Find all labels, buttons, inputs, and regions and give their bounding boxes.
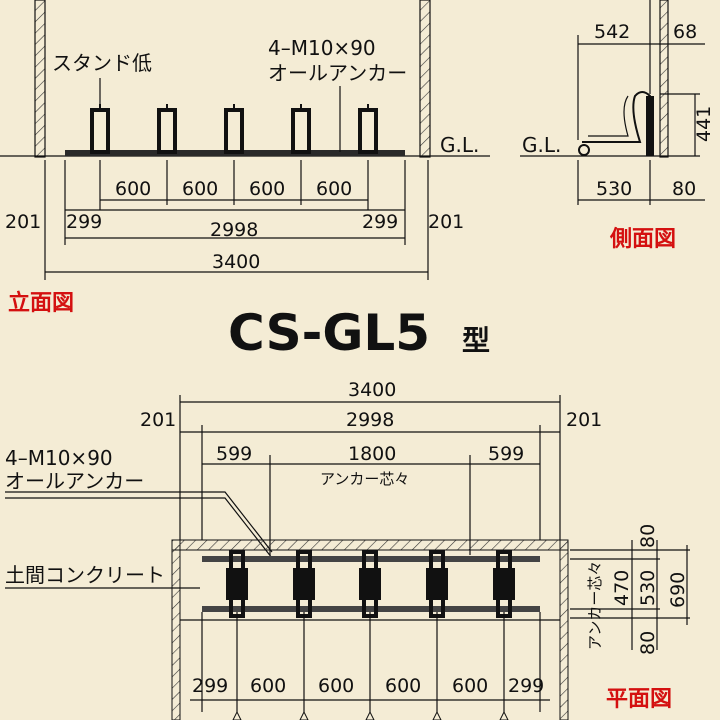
plan-margin-right: 201 bbox=[566, 409, 602, 431]
plan-dim-470: 470 bbox=[611, 570, 633, 606]
side-base-offset: 80 bbox=[672, 178, 696, 200]
plan-view-label: 平面図 bbox=[606, 687, 672, 712]
side-stand-inner bbox=[588, 95, 629, 137]
model-title: CS-GL5 bbox=[228, 304, 430, 362]
plan-front-rail bbox=[202, 556, 540, 562]
elevation-stands bbox=[90, 104, 378, 154]
plan-end-left: 299 bbox=[192, 675, 228, 697]
plan-anchor-leader bbox=[5, 491, 273, 553]
plan-anchor-span: 1800 bbox=[348, 443, 396, 465]
plan-anchor-center-label: アンカー芯々 bbox=[320, 470, 409, 488]
plan-rear-rail bbox=[202, 606, 540, 612]
elevation-spacing-3: 600 bbox=[249, 178, 285, 200]
plan-spacing-2: 600 bbox=[318, 675, 354, 697]
plan-margin-left: 201 bbox=[140, 409, 176, 431]
elevation-right-wall bbox=[419, 0, 431, 158]
plan-anchor-end-right: 599 bbox=[488, 443, 524, 465]
title-block: CS-GL5 型 bbox=[228, 304, 490, 362]
side-stand-foot bbox=[578, 144, 590, 156]
side-top-width: 542 bbox=[594, 21, 630, 43]
plan-spacing-3: 600 bbox=[385, 675, 421, 697]
elevation-view: スタンド低 4–M10×90 オールアンカー G.L. 600 600 600 … bbox=[0, 0, 490, 316]
plan-right-wall bbox=[559, 539, 569, 720]
elevation-spacing-4: 600 bbox=[316, 178, 352, 200]
elevation-left-wall bbox=[34, 0, 46, 158]
side-gl-label: G.L. bbox=[522, 133, 561, 157]
plan-floor-label: 土間コンクリート bbox=[5, 563, 165, 587]
plan-dim-80-top: 80 bbox=[637, 524, 659, 548]
elevation-stand bbox=[358, 104, 378, 154]
elevation-spacing-1: 600 bbox=[115, 178, 151, 200]
anchor-type-label: オールアンカー bbox=[268, 61, 407, 85]
elevation-stand bbox=[224, 104, 244, 154]
side-stand-frame bbox=[582, 91, 651, 150]
side-view-label: 側面図 bbox=[609, 227, 676, 252]
plan-anchor-end-left: 599 bbox=[216, 443, 252, 465]
elevation-overall: 3400 bbox=[212, 251, 260, 273]
plan-right-dims: 80 470 530 690 80 アンカー芯々 bbox=[570, 524, 690, 655]
anchor-count-label: 4–M10×90 bbox=[268, 36, 376, 60]
side-height: 441 bbox=[693, 106, 715, 142]
plan-side-anchor-label: アンカー芯々 bbox=[586, 561, 604, 650]
plan-anchor-leader-2 bbox=[5, 497, 273, 559]
elevation-end-right: 299 bbox=[362, 211, 398, 233]
plan-anchor-count: 4–M10×90 bbox=[5, 446, 113, 470]
elevation-end-left: 299 bbox=[66, 211, 102, 233]
plan-dim-80-bottom: 80 bbox=[637, 631, 659, 655]
plan-left-wall bbox=[171, 539, 181, 720]
plan-inner-total: 2998 bbox=[346, 409, 394, 431]
elevation-inner-dims: 299 299 2998 201 201 bbox=[5, 160, 464, 245]
plan-spacing-1: 600 bbox=[250, 675, 286, 697]
side-stand-post bbox=[646, 96, 654, 156]
elevation-overall-dim: 3400 bbox=[44, 160, 429, 280]
elevation-spacing-2: 600 bbox=[182, 178, 218, 200]
side-top-offset: 68 bbox=[673, 21, 697, 43]
side-view: G.L. 542 68 441 530 80 側面図 bbox=[520, 0, 715, 252]
plan-overall: 3400 bbox=[348, 379, 396, 401]
elevation-gl-label: G.L. bbox=[440, 133, 479, 157]
elevation-margin-right: 201 bbox=[428, 211, 464, 233]
plan-end-right: 299 bbox=[508, 675, 544, 697]
elevation-stand bbox=[291, 104, 311, 154]
elevation-margin-left: 201 bbox=[5, 211, 41, 233]
elevation-inner-total: 2998 bbox=[210, 219, 258, 241]
plan-dim-690: 690 bbox=[667, 572, 689, 608]
model-suffix: 型 bbox=[462, 324, 490, 357]
side-base-width: 530 bbox=[596, 178, 632, 200]
plan-back-wall bbox=[171, 539, 569, 551]
plan-spacing-4: 600 bbox=[452, 675, 488, 697]
plan-bottom-dims: 299 600 600 600 600 299 bbox=[190, 612, 550, 720]
plan-view: 3400 201 201 2998 599 599 1800 アンカー芯々 4–… bbox=[5, 379, 690, 720]
stand-label: スタンド低 bbox=[52, 51, 152, 75]
elevation-view-label: 立面図 bbox=[8, 290, 74, 316]
elevation-stand bbox=[157, 104, 177, 154]
plan-dim-530: 530 bbox=[637, 570, 659, 606]
elevation-spacing-dims: 600 600 600 600 bbox=[99, 160, 369, 210]
plan-anchor-type: オールアンカー bbox=[5, 469, 144, 493]
elevation-stand bbox=[90, 104, 110, 154]
side-wall bbox=[659, 0, 669, 158]
